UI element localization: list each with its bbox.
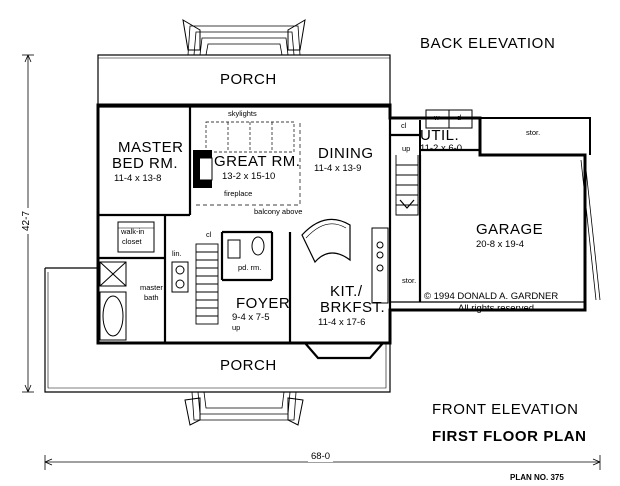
utility-closet-label: cl [401,121,407,130]
master-bath-fixtures [99,261,189,341]
back-porch-label: PORCH [220,71,277,88]
master-bedroom-label-line1: MASTER [118,139,184,156]
interior-walls [98,105,480,343]
master-bath-label-line2: bath [144,293,159,302]
front-steps [184,391,304,426]
front-bay-window [304,342,384,360]
garage-walls [390,117,601,303]
master-bedroom-label-line2: BED RM. [112,155,179,172]
plan-title: FIRST FLOOR PLAN [432,428,587,445]
master-bedroom-dim: 11-4 x 13-8 [114,173,162,184]
foyer-label: FOYER [236,295,291,312]
garage-dim: 20-8 x 19-4 [476,239,525,250]
foyer-stairs-up-label: up [232,323,241,332]
back-steps [182,19,306,56]
skylights-label: skylights [228,109,257,118]
utility-label: UTIL. [420,127,460,144]
dryer-label: d [457,113,462,122]
kitchen-dim: 11-4 x 17-6 [318,317,366,328]
foyer-dim: 9-4 x 7-5 [232,312,270,323]
copyright-line1: © 1994 DONALD A. GARDNER [424,291,559,302]
garage-label: GARAGE [476,221,544,238]
walkin-closet-label-line1: walk-in [121,227,145,236]
front-porch-outline [44,267,391,393]
overall-depth-dim: 42-7 [21,207,33,235]
copyright-line2: All rights reserved [458,303,535,314]
back-elevation-label: BACK ELEVATION [420,35,556,52]
plan-number: PLAN NO. 375 [510,473,564,482]
dining-dim: 11-4 x 13-9 [314,163,362,174]
kitchen-counter [371,227,389,304]
fireplace-label: fireplace [224,189,253,198]
balcony-label: balcony above [254,207,303,216]
foyer-stairs [195,243,219,325]
utility-stairs-up-label: up [402,144,411,153]
skylights-outline [205,121,295,153]
great-room-dim: 13-2 x 15-10 [222,171,276,182]
utility-stairs [395,155,419,216]
storage-top-label: stor. [526,128,541,137]
walk-in-closet [117,221,155,253]
utility-dim: 11-2 x 6-0 [420,143,463,154]
kitchen-label-line1: KIT./ [330,283,363,300]
front-elevation-label: FRONT ELEVATION [432,401,579,418]
kitchen-label-line2: BRKFST. [320,299,386,316]
powder-room-fixtures [227,236,265,259]
fireplace-hearth [193,150,213,188]
master-bath-label-line1: master [140,283,163,292]
powder-room-label: pd. rm. [238,263,262,272]
front-porch-label: PORCH [220,357,277,374]
back-porch-outline [97,54,391,108]
washer-dryer [425,109,473,129]
house-exterior-walls [96,103,587,345]
overall-width-dim: 68-0 [308,452,334,462]
kitchen-island [301,218,351,264]
walkin-closet-label-line2: closet [122,237,142,246]
linen-label: lin. [172,249,182,258]
dining-label: DINING [318,145,374,162]
storage-garage-label: stor. [402,276,417,285]
great-room-label: GREAT RM. [214,153,301,170]
stair-closet-label: cl [206,230,212,239]
washer-label: w [434,113,440,122]
